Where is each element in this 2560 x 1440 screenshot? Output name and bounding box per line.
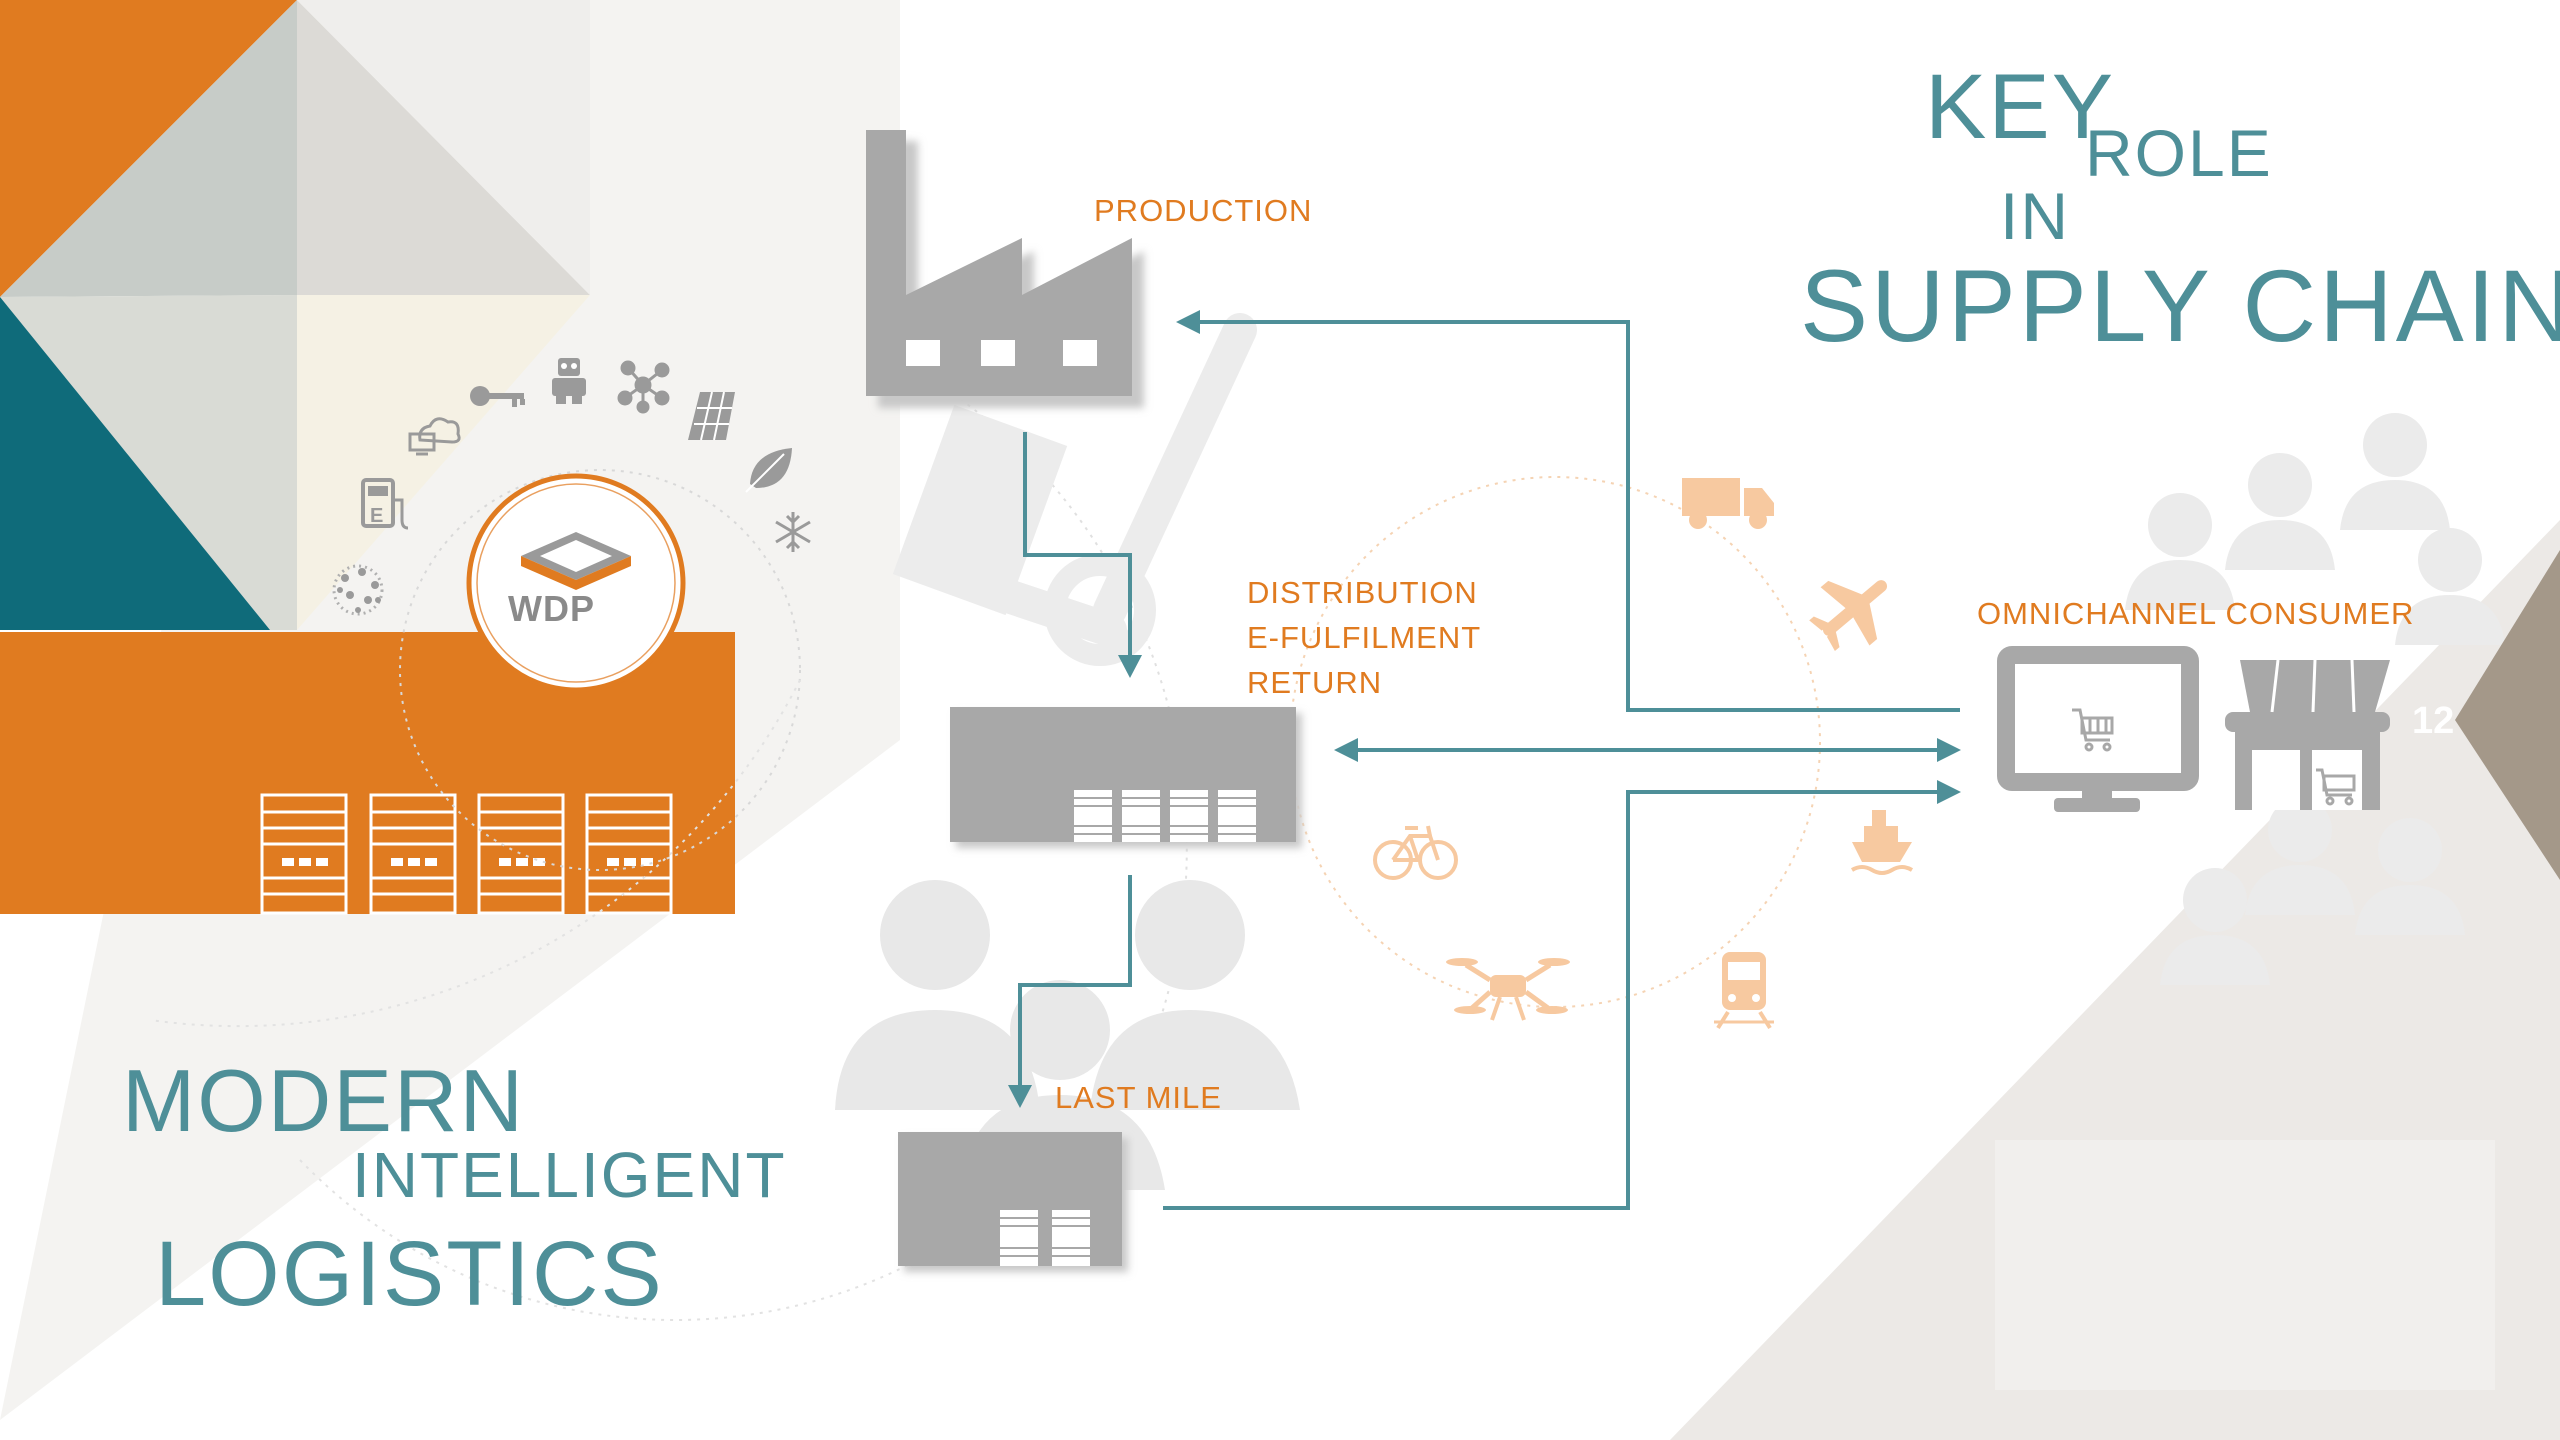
- subtitle-intelligent: INTELLIGENT: [352, 1139, 787, 1211]
- store-icon: [2225, 659, 2390, 810]
- label-distribution: DISTRIBUTION: [1247, 575, 1478, 610]
- key-icon: [470, 386, 525, 407]
- label-return: RETURN: [1247, 665, 1383, 700]
- store-cart-icon: [2316, 768, 2356, 806]
- innovation-ring: [399, 469, 801, 871]
- flow-arrows: [1018, 320, 1960, 1210]
- molecule-icon: [617, 360, 670, 414]
- cloud-computer-icon: [408, 417, 461, 456]
- title-in: IN: [2000, 179, 2070, 253]
- truck-icon: [1682, 478, 1774, 529]
- bicycle-icon: [1373, 825, 1458, 880]
- snowflake-icon: [775, 512, 811, 552]
- ship-icon: [1850, 810, 1914, 875]
- distribution-warehouse-icon: [950, 707, 1302, 848]
- factory-icon: [866, 130, 1144, 408]
- hand-truck-box: [892, 404, 1068, 616]
- leaf-icon: [745, 448, 792, 493]
- svg-text:E: E: [370, 505, 383, 527]
- title-role: ROLE: [2085, 116, 2273, 190]
- lastmile-to-consumer-arrow: [1163, 790, 1940, 1210]
- hand-truck-wheel: [1044, 554, 1156, 666]
- label-production: PRODUCTION: [1094, 193, 1313, 228]
- ev-charger-icon: E: [361, 478, 409, 530]
- drone-icon: [1446, 958, 1570, 1021]
- label-e-fulfilment: E-FULFILMENT: [1247, 620, 1482, 655]
- arrow-heads: [1008, 310, 1961, 1108]
- subtitle-modern: MODERN: [122, 1051, 526, 1150]
- wdp-logo-text: WDP: [508, 588, 595, 629]
- cart-icon: [2072, 708, 2114, 752]
- title-supply-chain: SUPPLY CHAIN: [1800, 249, 2560, 363]
- production-to-distribution-arrow: [1023, 432, 1132, 660]
- network-icon: [332, 564, 384, 616]
- airplane-icon: [1809, 580, 1888, 651]
- transport-ring: [1289, 476, 1821, 1008]
- wdp-logo: [466, 473, 686, 693]
- label-omnichannel-consumer: OMNICHANNEL CONSUMER: [1977, 596, 2415, 631]
- distribution-to-lastmile-arrow: [1018, 875, 1132, 1090]
- robot-icon: [552, 358, 586, 404]
- train-icon: [1714, 952, 1774, 1030]
- page-tab: [2455, 550, 2560, 880]
- last-mile-warehouse-icon: [898, 1132, 1128, 1272]
- people-silhouette-right: [2125, 413, 2505, 985]
- label-last-mile: LAST MILE: [1055, 1080, 1222, 1115]
- background-panel: [1995, 1140, 2495, 1390]
- computer-icon: [1997, 646, 2199, 812]
- corner-geometry: [0, 0, 590, 630]
- consumer-to-production-arrow: [1200, 320, 1960, 712]
- page-number: 12: [2412, 700, 2455, 742]
- solar-panel-icon: [688, 391, 735, 441]
- subtitle-logistics: LOGISTICS: [155, 1223, 664, 1325]
- title-key: KEY: [1925, 56, 2116, 158]
